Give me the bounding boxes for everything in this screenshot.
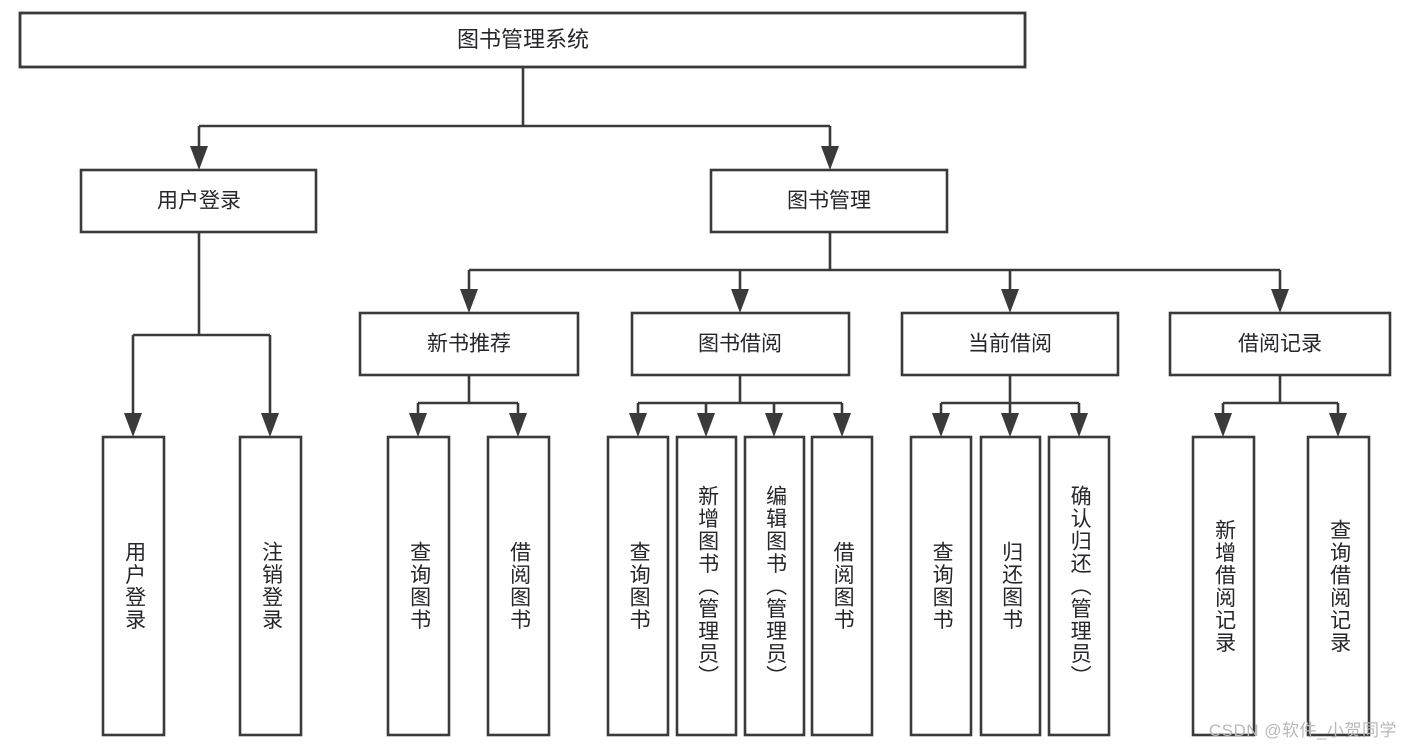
leaf-box-recommend-1[interactable] (386, 435, 451, 737)
connector-group-root (190, 67, 839, 170)
leaf-box-current-2[interactable] (979, 435, 1042, 737)
connector-group-new-book-recommend (409, 375, 527, 437)
node-new-book-recommend[interactable]: 新书推荐 (358, 311, 580, 377)
node-new-book-recommend-label: 新书推荐 (427, 333, 511, 356)
node-root-label: 图书管理系统 (457, 27, 589, 52)
leaf-group-current-borrow (909, 435, 1111, 737)
leaf-box-borrow-1[interactable] (606, 435, 670, 737)
arrow-head-new-book-recommend (460, 289, 478, 313)
arrow-head-leaf-record-2 (1329, 413, 1347, 437)
leaf-box-record-1[interactable] (1191, 435, 1256, 737)
connector-group-book-manage (460, 232, 1289, 313)
node-book-borrow[interactable]: 图书借阅 (630, 311, 851, 377)
arrow-head-leaf-borrow-2 (697, 413, 715, 437)
leaf-box-borrow-4[interactable] (810, 435, 874, 737)
connector-group-borrow-record (1214, 375, 1347, 437)
node-root[interactable]: 图书管理系统 (18, 11, 1027, 69)
node-book-manage[interactable]: 图书管理 (709, 168, 949, 234)
arrow-head-leaf-borrow-1 (629, 413, 647, 437)
leaf-box-borrow-3[interactable] (743, 435, 806, 737)
node-borrow-record[interactable]: 借阅记录 (1168, 311, 1392, 377)
node-root-box[interactable] (18, 11, 1027, 69)
arrow-head-leaf-borrow-4 (833, 413, 851, 437)
arrow-head-borrow-record (1271, 289, 1289, 313)
node-user-login-label: 用户登录 (157, 190, 241, 213)
arrow-head-leaf-current-2 (1001, 413, 1019, 437)
leaf-group-borrow-record (1191, 435, 1371, 737)
leaf-group-user-login (101, 435, 303, 737)
leaf-box-current-1[interactable] (909, 435, 973, 737)
node-current-borrow-label: 当前借阅 (968, 333, 1052, 356)
node-borrow-record-label: 借阅记录 (1238, 333, 1322, 356)
arrow-head-leaf-borrow-3 (765, 413, 783, 437)
node-book-borrow-box[interactable] (630, 311, 851, 377)
node-current-borrow-box[interactable] (900, 311, 1120, 377)
arrow-head-user-login (190, 146, 208, 170)
leaf-box-user-login-2[interactable] (238, 435, 303, 737)
node-user-login[interactable]: 用户登录 (79, 168, 318, 234)
arrow-head-leaf-current-1 (932, 413, 950, 437)
node-user-login-box[interactable] (79, 168, 318, 234)
arrow-head-leaf-current-3 (1070, 413, 1088, 437)
leaf-group-book-borrow (606, 435, 874, 737)
leaf-box-user-login-1[interactable] (101, 435, 166, 737)
arrow-head-leaf-user-login-2 (261, 413, 279, 437)
leaf-box-recommend-2[interactable] (486, 435, 551, 737)
arrow-head-current-borrow (1001, 289, 1019, 313)
arrow-head-book-borrow (731, 289, 749, 313)
leaf-box-record-2[interactable] (1306, 435, 1371, 737)
leaf-box-borrow-2[interactable] (675, 435, 738, 737)
node-book-manage-label: 图书管理 (787, 190, 871, 213)
node-current-borrow[interactable]: 当前借阅 (900, 311, 1120, 377)
arrow-head-leaf-record-1 (1214, 413, 1232, 437)
connector-group-book-borrow (629, 375, 851, 437)
connector-group-current-borrow (932, 375, 1088, 437)
leaf-box-current-3[interactable] (1047, 435, 1111, 737)
arrow-head-leaf-recommend-2 (509, 413, 527, 437)
node-borrow-record-box[interactable] (1168, 311, 1392, 377)
arrow-head-leaf-recommend-1 (409, 413, 427, 437)
arrow-head-book-manage (821, 146, 839, 170)
node-book-borrow-label: 图书借阅 (698, 333, 782, 356)
node-book-manage-box[interactable] (709, 168, 949, 234)
csdn-watermark: CSDN @软件_小贺同学 (1208, 721, 1397, 740)
node-new-book-recommend-box[interactable] (358, 311, 580, 377)
connector-group-user-login (124, 232, 279, 437)
arrow-head-leaf-user-login-1 (124, 413, 142, 437)
leaf-group-new-book-recommend (386, 435, 551, 737)
